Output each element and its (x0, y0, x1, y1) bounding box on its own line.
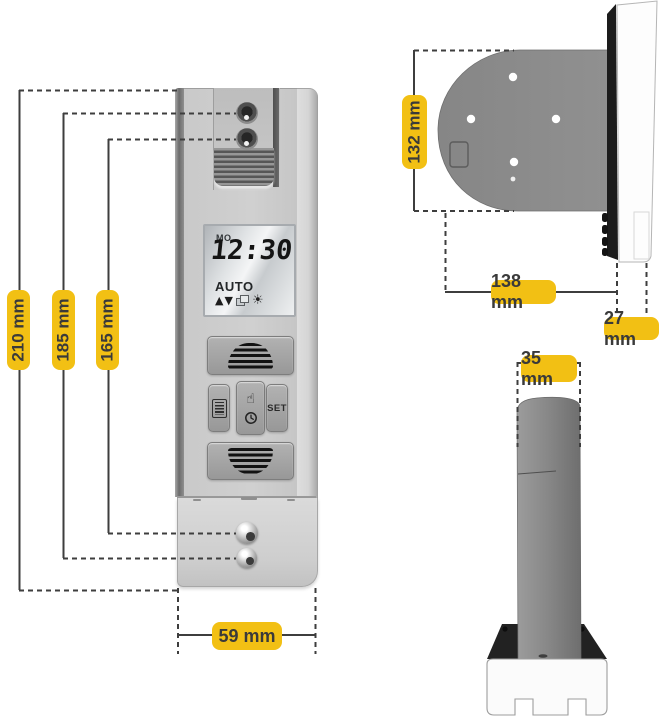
manual-timer-button: ☝ (236, 381, 265, 435)
program-pages-icon (235, 294, 249, 307)
mount-hole (509, 157, 519, 167)
dim-label-inner-holes: 165 mm (96, 290, 119, 370)
side-view-device (437, 0, 658, 263)
mount-hole-small (510, 176, 516, 182)
dim-label-width: 59 mm (212, 622, 282, 650)
top-screw-lower (236, 128, 258, 150)
channel-dark-strip (273, 88, 279, 187)
mount-hole (551, 114, 561, 124)
side-dark-strip (607, 4, 618, 260)
device-right-side (297, 88, 318, 498)
set-button: SET (266, 384, 288, 432)
lcd-display: MO 12:30 AUTO ▲▼ ☀ (203, 224, 296, 317)
column-seam (517, 470, 557, 475)
device-column (516, 396, 582, 661)
bracket-front-face (486, 658, 608, 716)
clip-tooth (602, 248, 608, 256)
clock-icon (244, 411, 257, 424)
lcd-day: MO (216, 233, 232, 243)
bottom-screw-lower (237, 548, 257, 568)
dim-label-side-height: 132 mm (402, 95, 427, 169)
menu-button (208, 384, 230, 432)
front-view-device: MO 12:30 AUTO ▲▼ ☀ ☝ SET (175, 88, 318, 588)
dim-label-top-width: 35 mm (521, 348, 577, 389)
clip-tooth (602, 213, 608, 222)
seam-notch-left (193, 499, 201, 501)
bottom-screw-upper (236, 522, 258, 544)
dim-label-outer-holes: 185 mm (52, 290, 75, 370)
mount-hole (466, 114, 476, 124)
clip-tooth (602, 225, 608, 234)
sun-icon: ☀ (251, 293, 264, 308)
side-latch-detail (449, 141, 469, 168)
down-button (207, 442, 294, 480)
seam-notch-right (287, 499, 295, 501)
up-arrow-icon (228, 342, 273, 369)
seam-tab (241, 497, 257, 500)
device-left-edge (175, 88, 184, 497)
dim-label-side-depth: 138 mm (491, 271, 556, 312)
lcd-status-icons: ▲▼ ☀ (215, 294, 264, 307)
bottom-cover-panel (177, 498, 318, 587)
lcd-time: 12:30 (209, 235, 294, 266)
bracket-top-surface (487, 624, 607, 659)
clip-tooth (602, 237, 608, 246)
mount-hole (508, 72, 518, 82)
hand-icon: ☝ (246, 390, 255, 407)
dim-label-overall-height: 210 mm (7, 290, 30, 370)
dim-label-front-depth: 27 mm (604, 308, 659, 349)
cover-inner-line (633, 211, 650, 260)
up-button (207, 336, 294, 375)
top-view-device (486, 396, 608, 716)
top-screw-upper (236, 102, 258, 124)
lcd-mode: AUTO (215, 279, 254, 294)
triangle-up-icon: ▲ (215, 294, 224, 307)
front-cover-edge (616, 0, 658, 263)
menu-icon (211, 398, 227, 418)
set-button-label: SET (267, 402, 287, 414)
belt-ribbed-outlet (214, 148, 274, 186)
down-arrow-icon (228, 448, 273, 474)
triangle-down-icon: ▼ (224, 294, 233, 307)
